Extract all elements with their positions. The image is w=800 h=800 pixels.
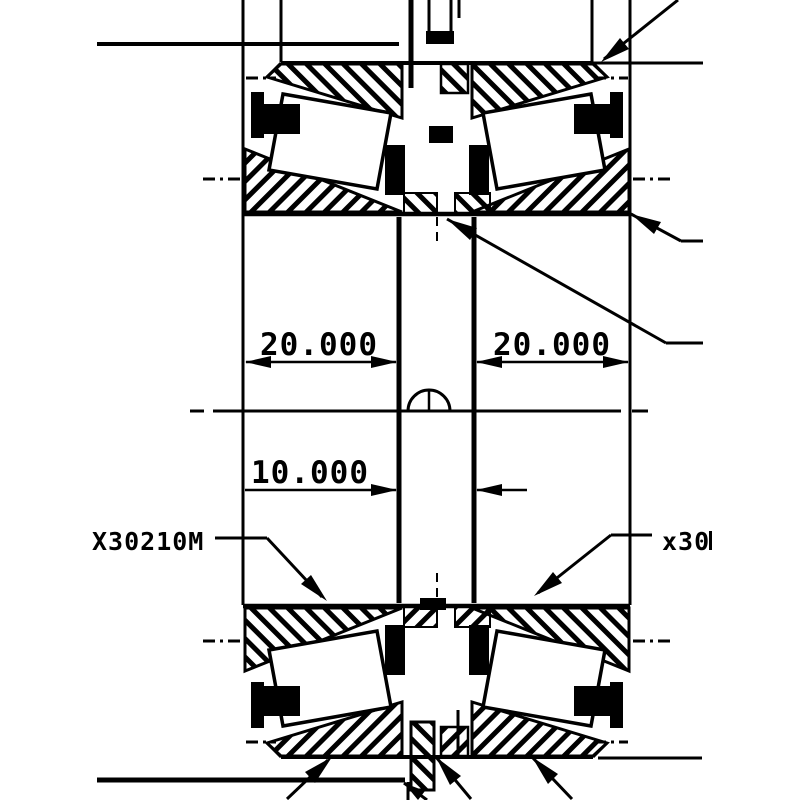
leader-arrowheads: [305, 38, 661, 800]
dim-right-width-value: 20.000: [493, 327, 611, 363]
centerline-marks: [203, 76, 673, 181]
arrowhead: [476, 484, 502, 496]
dimension-left-width: 20.000: [245, 327, 397, 368]
arrowhead: [603, 356, 629, 368]
dimension-spacer-width: 10.000: [245, 455, 527, 496]
cage-sections: [251, 92, 623, 195]
arrowhead: [476, 356, 502, 368]
cup-chamfer-right: [591, 61, 609, 79]
arrowhead: [371, 356, 397, 368]
cone-spacer-left: [403, 192, 438, 215]
oil-passage-bottom: [409, 598, 460, 792]
label-left-bearing: X30210M: [92, 527, 327, 601]
cup-spacer-section: [439, 62, 470, 95]
arrowhead: [534, 572, 562, 596]
arrowhead: [371, 484, 397, 496]
bearing-assembly-section: [203, 61, 673, 217]
clipped-character: [709, 531, 712, 550]
oil-passage-top: [408, 0, 454, 603]
spacer-oil-hole: [406, 388, 452, 412]
cone-spacer-right: [454, 192, 491, 215]
label-right-bearing-text: x30: [662, 527, 710, 556]
dim-left-width-value: 20.000: [260, 327, 378, 363]
dimension-right-width: 20.000: [476, 327, 629, 368]
cup-chamfer-left: [265, 61, 283, 79]
bearing-assembly-section-mirror: [203, 606, 673, 757]
extension-lines: [241, 0, 632, 605]
label-left-bearing-text: X30210M: [92, 527, 204, 556]
arrowhead: [301, 575, 327, 601]
dim-spacer-width-value: 10.000: [251, 455, 369, 491]
arrowhead: [245, 356, 271, 368]
label-right-bearing: x30: [534, 527, 712, 596]
